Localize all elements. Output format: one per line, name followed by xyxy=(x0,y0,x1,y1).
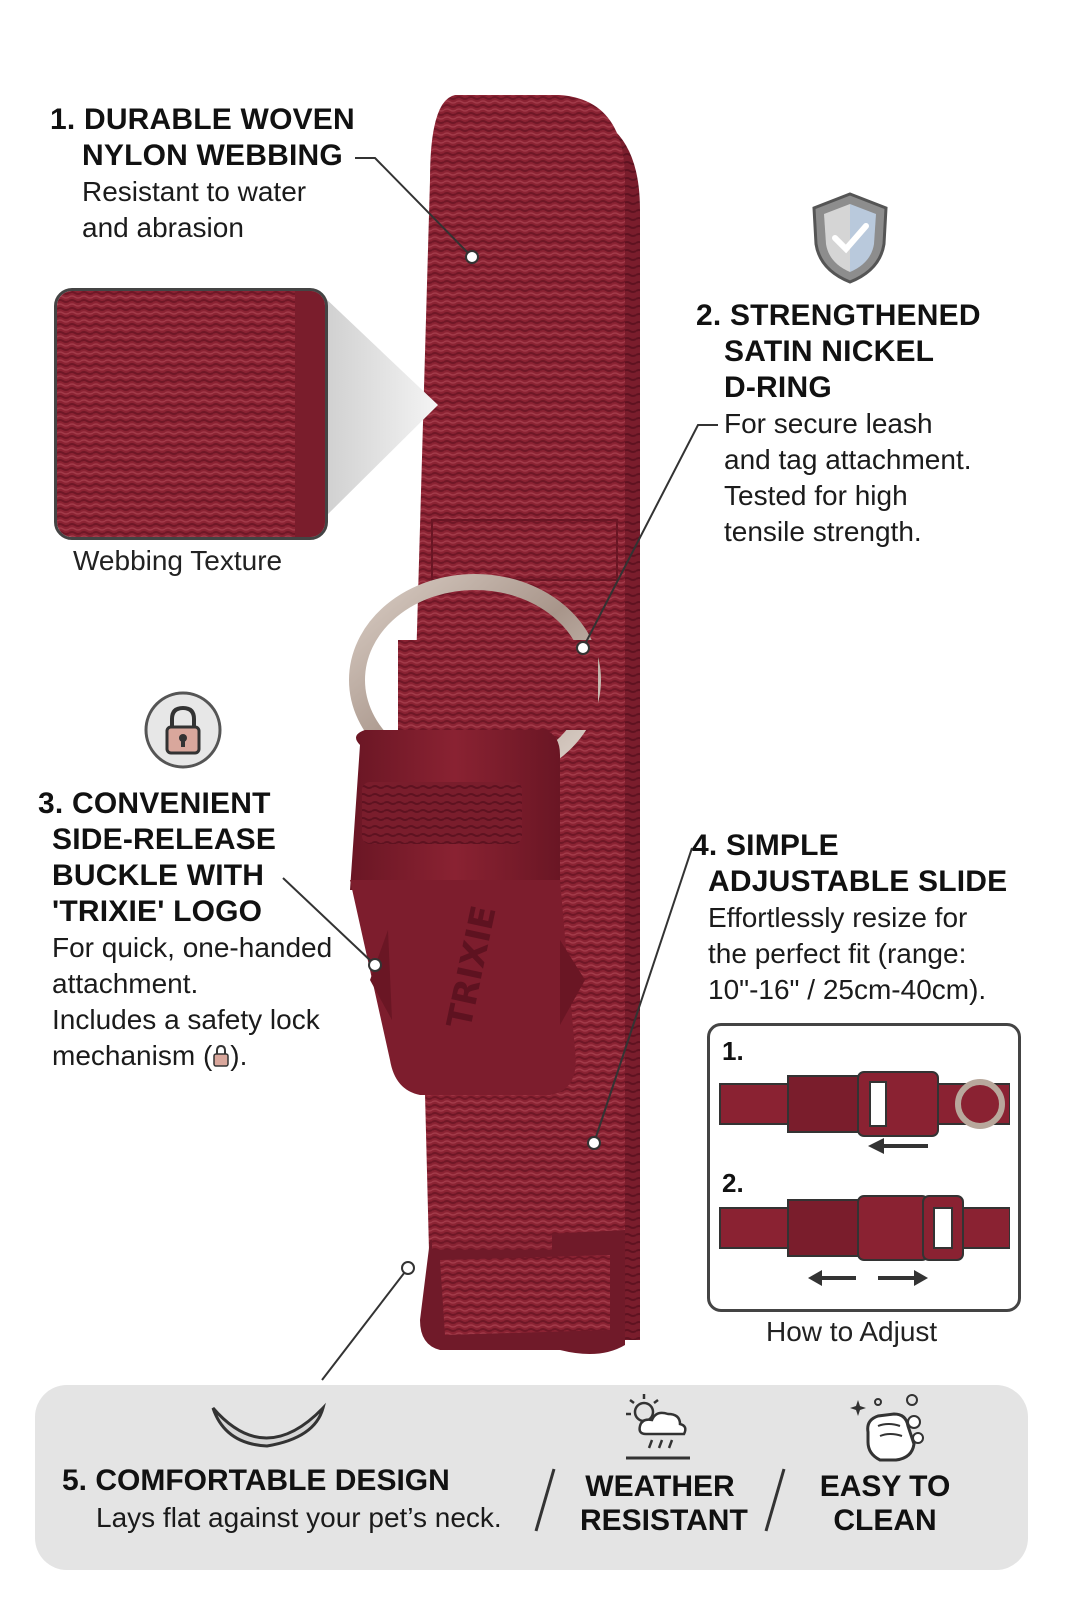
lock-icon xyxy=(144,691,222,769)
inset-caption: Webbing Texture xyxy=(73,545,283,576)
badge-easy-to-clean: EASY TO CLEAN xyxy=(810,1470,960,1538)
feature-2: 2. STRENGTHENED SATIN NICKEL D-RING For … xyxy=(696,298,981,550)
adjust-step-2-diagram xyxy=(719,1195,1010,1286)
feature-2-desc-line2: and tag attachment. xyxy=(724,444,972,475)
adjust-step-1-label: 1. xyxy=(722,1036,744,1066)
weather-icon xyxy=(626,1394,690,1460)
feature-1: 1. DURABLE WOVEN NYLON WEBBING Resistant… xyxy=(50,102,355,246)
badge-weather-line1: WEATHER xyxy=(585,1470,735,1503)
adjust-caption: How to Adjust xyxy=(766,1316,938,1347)
feature-2-heading-line3: D-RING xyxy=(724,371,832,404)
badge-weather-line2: RESISTANT xyxy=(580,1504,748,1537)
buckle-bottom xyxy=(350,880,576,1095)
feature-3-heading-line3: BUCKLE WITH xyxy=(52,859,265,892)
feature-1-heading-line2: NYLON WEBBING xyxy=(82,139,343,172)
adjust-panel: 1. 2. xyxy=(707,1023,1021,1312)
feature-3-desc-line3: Includes a safety lock xyxy=(52,1004,320,1035)
adjust-step-1-diagram xyxy=(719,1071,1010,1154)
feature-2-heading-line2: SATIN NICKEL xyxy=(724,335,935,368)
webbing-texture-inset xyxy=(54,288,328,540)
feature-5-heading: 5. COMFORTABLE DESIGN xyxy=(62,1464,450,1497)
inset-cone xyxy=(322,295,438,520)
feature-2-desc-line3: Tested for high xyxy=(724,480,908,511)
feature-3-desc-line1: For quick, one-handed xyxy=(52,932,333,963)
feature-3-desc-line4-pre: mechanism ( xyxy=(52,1040,213,1071)
feature-2-desc-line1: For secure leash xyxy=(724,408,933,439)
feature-5-desc: Lays flat against your pet’s neck. xyxy=(96,1502,502,1533)
washing-hands-icon xyxy=(850,1394,924,1462)
small-lock-icon xyxy=(213,1044,230,1067)
feature-4-heading-line1: 4. SIMPLE xyxy=(692,829,839,862)
webbing-texture-image xyxy=(57,291,325,537)
feature-1-desc-line2: and abrasion xyxy=(82,212,244,243)
feature-4: 4. SIMPLE ADJUSTABLE SLIDE Effortlessly … xyxy=(692,828,1007,1008)
badge-clean-line1: EASY TO xyxy=(819,1470,951,1503)
feature-3-desc-line4-post: ). xyxy=(230,1040,248,1071)
shield-check-icon xyxy=(812,192,888,284)
adjust-step-2-label: 2. xyxy=(722,1168,744,1198)
badge-weather-resistant: WEATHER RESISTANT xyxy=(580,1470,748,1538)
leader-dots xyxy=(368,250,601,1275)
feature-1-heading-line1: 1. DURABLE WOVEN xyxy=(50,103,355,136)
bottom-feature-bar xyxy=(35,1385,1028,1570)
comfort-curve-icon xyxy=(211,1402,326,1448)
badge-clean-line2: CLEAN xyxy=(833,1504,937,1537)
feature-3-desc-line2: attachment. xyxy=(52,968,199,999)
feature-1-desc-line1: Resistant to water xyxy=(82,176,307,207)
feature-4-desc-line2: the perfect fit (range: xyxy=(708,938,967,969)
feature-3-heading-line1: 3. CONVENIENT xyxy=(38,787,271,820)
feature-3-heading-line2: SIDE-RELEASE xyxy=(52,823,277,856)
feature-2-heading-line1: 2. STRENGTHENED xyxy=(696,299,981,332)
feature-4-heading-line2: ADJUSTABLE SLIDE xyxy=(708,865,1008,898)
feature-2-desc-line4: tensile strength. xyxy=(724,516,922,547)
feature-4-desc-line3: 10"-16" / 25cm-40cm). xyxy=(708,974,987,1005)
feature-3-heading-line4: 'TRIXIE' LOGO xyxy=(52,895,263,928)
divider-slash-2 xyxy=(764,1468,786,1532)
divider-slash-1 xyxy=(534,1468,556,1532)
feature-3: 3. CONVENIENT SIDE-RELEASE BUCKLE WITH '… xyxy=(38,786,332,1074)
leader-lines xyxy=(282,157,718,1381)
feature-3-desc-line4: mechanism ( ). xyxy=(38,1038,332,1074)
feature-4-desc-line1: Effortlessly resize for xyxy=(708,902,968,933)
